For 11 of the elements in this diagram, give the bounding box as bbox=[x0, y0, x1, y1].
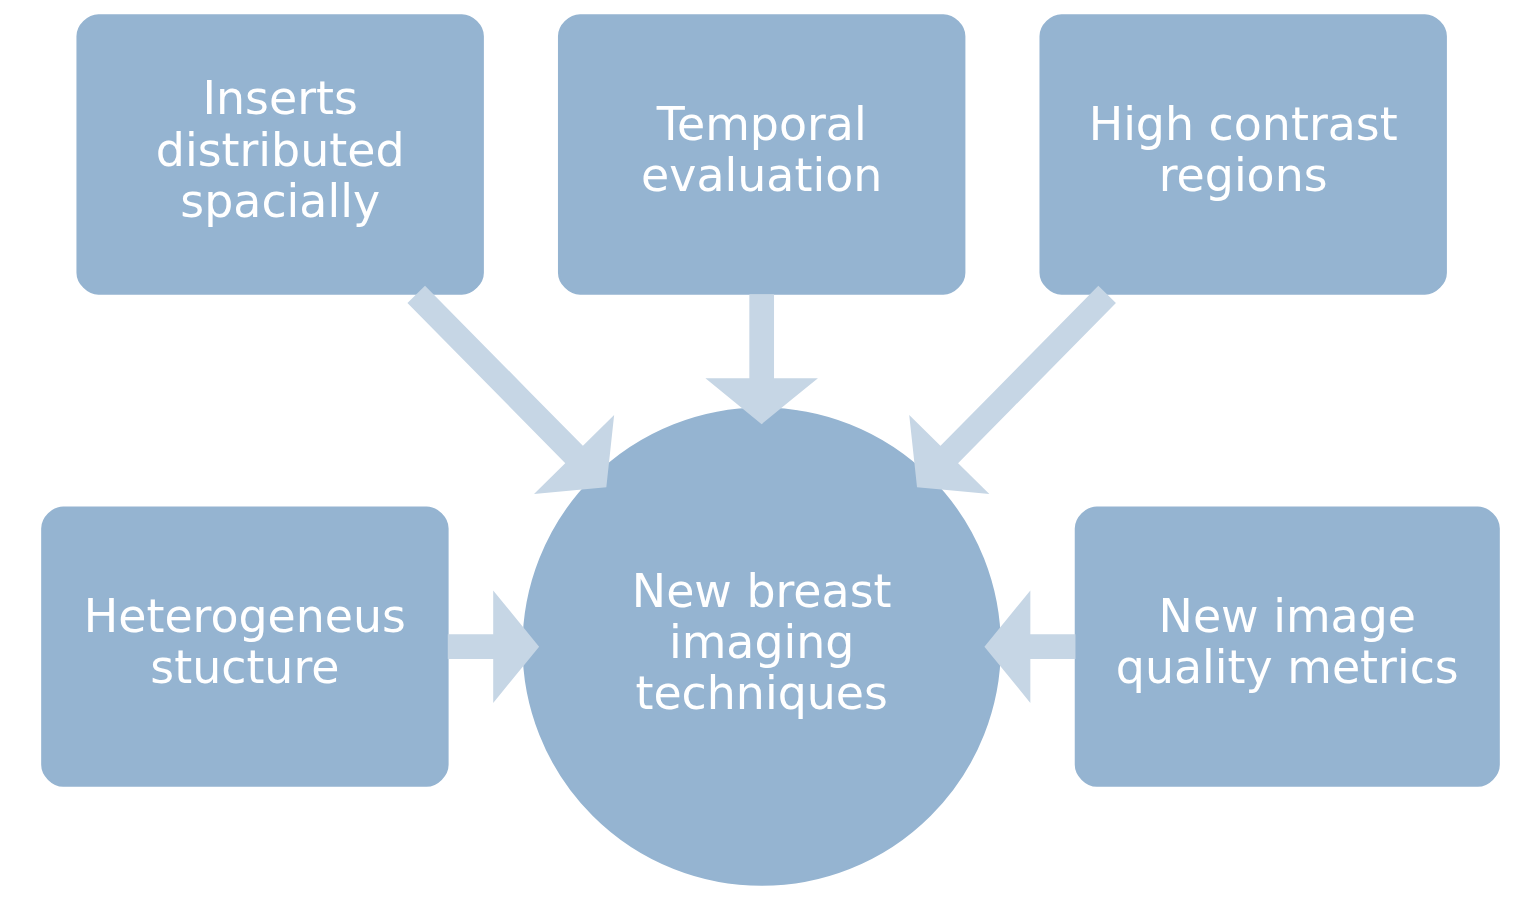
arrow bbox=[983, 590, 1075, 703]
arrow bbox=[406, 285, 614, 494]
arrow bbox=[704, 294, 818, 425]
node-box: Heterogeneus stucture bbox=[40, 506, 449, 787]
arrow bbox=[447, 590, 539, 703]
node-box: Inserts distributed spacially bbox=[75, 14, 484, 295]
node-box: High contrast regions bbox=[1038, 14, 1447, 295]
node-circle: New breast imaging techniques bbox=[522, 407, 1001, 886]
arrow bbox=[908, 285, 1116, 494]
node-box: Temporal evaluation bbox=[557, 14, 965, 295]
node-box: New image quality metrics bbox=[1074, 506, 1500, 787]
